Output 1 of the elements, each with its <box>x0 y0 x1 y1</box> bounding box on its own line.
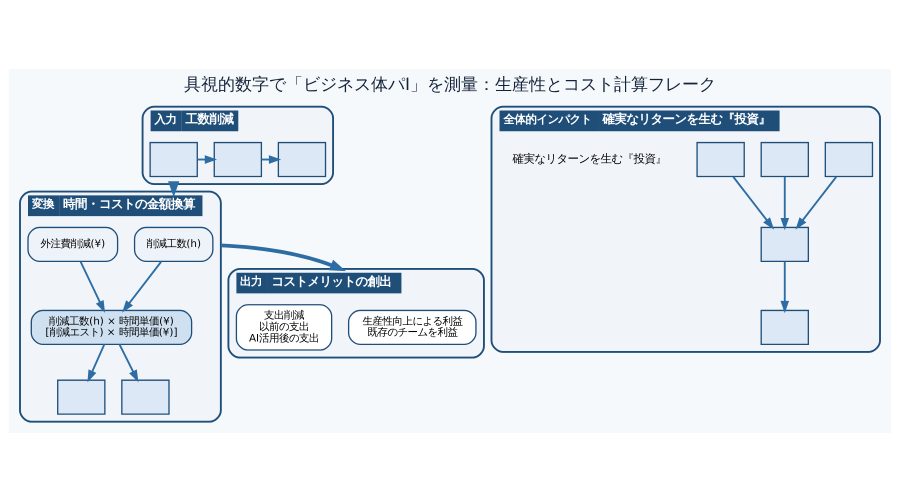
diagram-title: 具視的数字で「ビジネス体パI」を測量：生産性とコスト計算フレーク <box>184 75 716 96</box>
